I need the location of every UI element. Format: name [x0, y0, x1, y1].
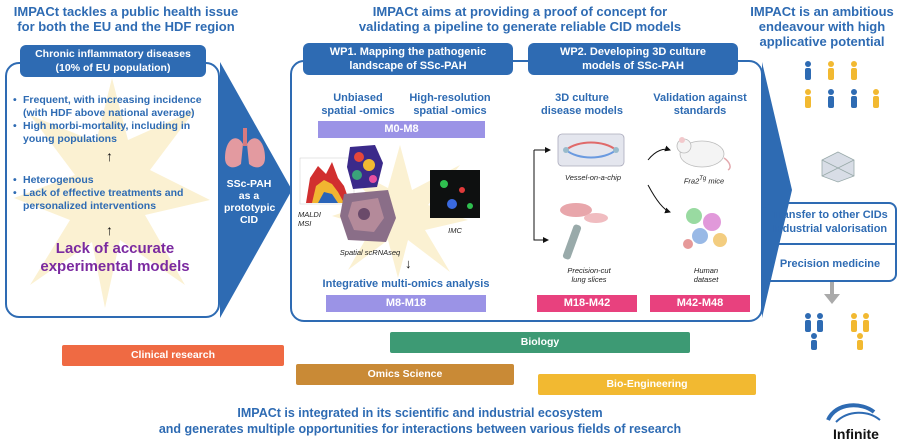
wp2-phase2: M42-M48	[650, 295, 750, 312]
bullet-morbidity: High morbi-mortality, including in young…	[13, 120, 218, 146]
scrna-cluster-image	[347, 145, 383, 189]
bar-biology: Biology	[390, 332, 690, 353]
wp1-phase1: M0-M8	[318, 121, 485, 138]
maldi-image	[299, 157, 355, 205]
caption-imc: IMC	[448, 226, 462, 235]
bullet-heterogenous: Heterogenous	[13, 174, 218, 187]
network-icon	[821, 151, 855, 183]
wp1-integrative: Integrative multi-omics analysis	[322, 278, 490, 290]
footer-text: IMPACt is integrated in its scientific a…	[158, 406, 682, 436]
wp1-col1-header: Unbiased spatial -omics	[321, 92, 395, 117]
lungs-icon	[225, 128, 265, 168]
caption-mice-sup: Tg	[699, 176, 707, 182]
wp1-phase2: M8-M18	[326, 295, 486, 312]
up-arrow-2: ↑	[106, 222, 113, 238]
precision-text: Precision medicine	[779, 258, 881, 270]
bar-clinical: Clinical research	[62, 345, 284, 366]
caption-slices: Precision-cut lung slices	[567, 266, 611, 284]
infinite-logo	[826, 403, 881, 423]
right-divider	[765, 243, 895, 245]
vessel-chip-image	[557, 133, 625, 167]
wp1-col2-header: High-resolution spatial -omics	[409, 92, 491, 117]
big-arrow	[220, 62, 292, 318]
bullets-bottom: Heterogenous Lack of effective treatment…	[13, 174, 218, 213]
bar-bioeng: Bio-Engineering	[538, 374, 756, 395]
mouse-image	[676, 137, 731, 171]
header-right: IMPACt is an ambitious endeavour with hi…	[750, 4, 894, 49]
wp2-arrows	[533, 145, 671, 243]
wp2-col1-header: 3D culture disease models	[541, 92, 623, 117]
caption-human: Human dataset	[693, 266, 719, 284]
right-panel	[763, 202, 897, 282]
wp2-title: WP2. Developing 3D culture models of SSc…	[528, 43, 738, 75]
caption-mice: Fra2Tg mice	[672, 176, 736, 186]
imc-image	[430, 170, 480, 218]
wp1-title: WP1. Mapping the pathogenic landscape of…	[303, 43, 513, 75]
left-conclusion: Lack of accurate experimental models	[40, 240, 190, 275]
caption-chip: Vessel-on-a-chip	[565, 173, 621, 182]
wp2-phase1: M18-M42	[537, 295, 637, 312]
people-bottom	[805, 313, 869, 350]
bullet-lack-treatments: Lack of effective treatments and persona…	[13, 187, 218, 213]
caption-mice-text: Fra2	[683, 176, 700, 186]
caption-maldi: MALDI MSI	[298, 210, 321, 228]
lung-slices-image	[560, 203, 608, 260]
wp2-col2-header: Validation against standards	[653, 92, 747, 117]
caption-scrna: Spatial scRNAseq	[339, 248, 401, 257]
left-panel-title: Chronic inflammatory diseases (10% of EU…	[20, 45, 206, 77]
header-center: IMPACt aims at providing a proof of conc…	[358, 4, 682, 34]
bullet-frequent: Frequent, with increasing incidence (wit…	[13, 94, 218, 120]
spatial-tissue-image	[340, 190, 396, 242]
logo-text: Infinite	[833, 426, 879, 442]
up-arrow-1: ↑	[106, 148, 113, 164]
down-arrow-wp1: ↓	[405, 256, 412, 271]
transfer-text: Transfer to other CIDs Industrial valori…	[772, 209, 888, 235]
caption-mice-end: mice	[706, 176, 725, 186]
bar-omics: Omics Science	[296, 364, 514, 385]
down-arrow-right	[824, 282, 840, 304]
arrow-label: SSc-PAH as a prototypic CID	[224, 178, 276, 226]
human-dataset-image	[676, 200, 736, 256]
bullets-top: Frequent, with increasing incidence (wit…	[13, 94, 218, 146]
right-arrow	[762, 62, 792, 318]
people-top	[805, 61, 879, 108]
header-left: IMPACt tackles a public health issue for…	[13, 4, 239, 34]
